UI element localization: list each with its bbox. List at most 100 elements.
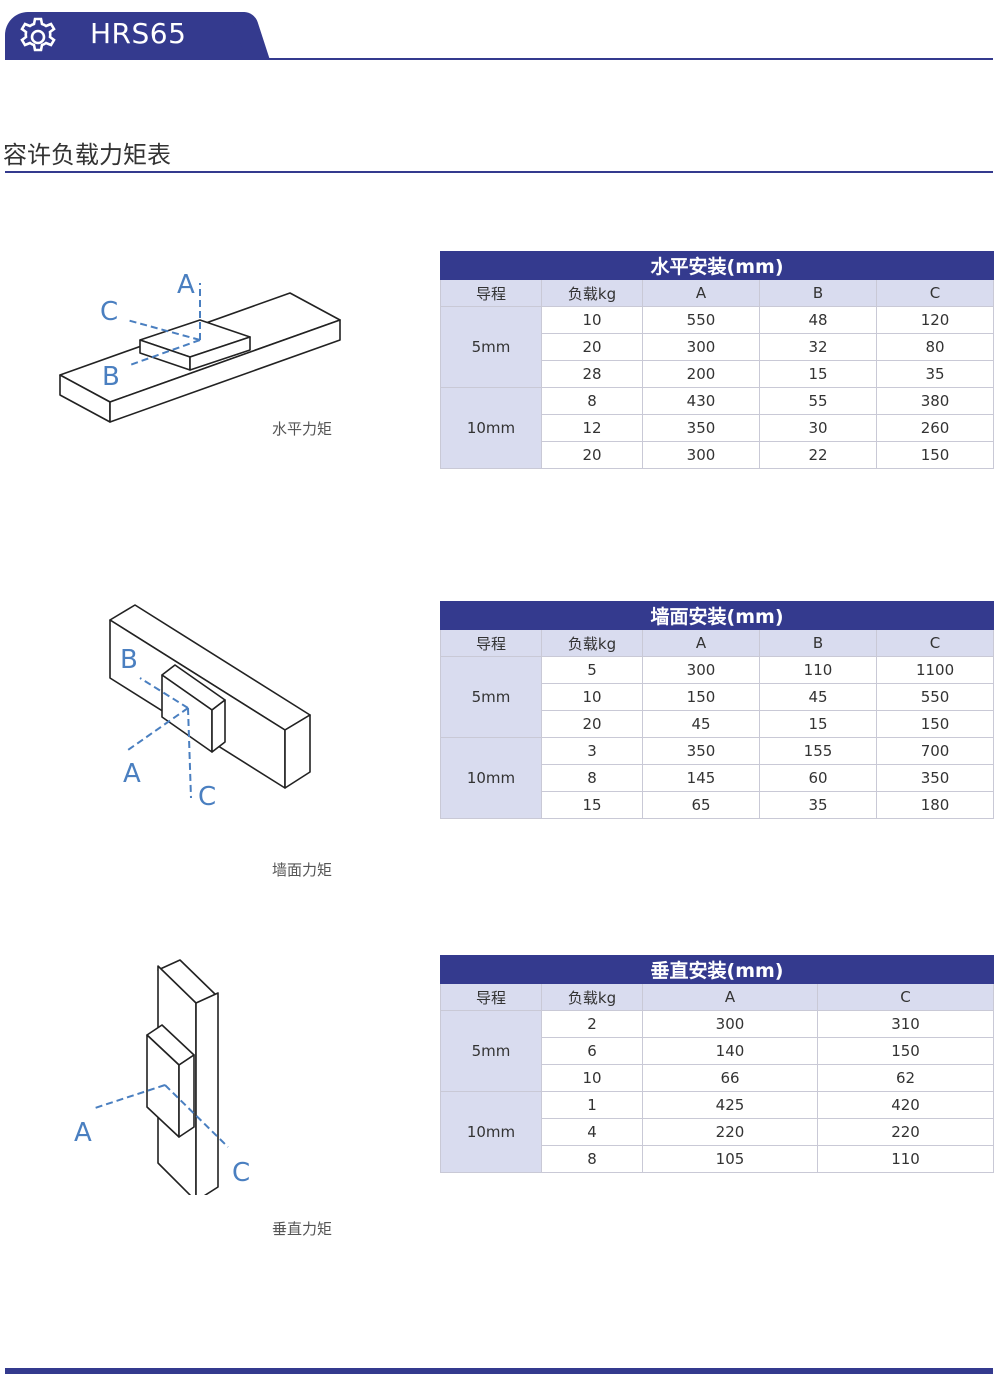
label-c: C bbox=[198, 782, 216, 812]
table-title: 垂直安装(mm) bbox=[439, 955, 995, 984]
lead-cell: 10mm bbox=[440, 387, 542, 469]
table-cell: 150 bbox=[642, 683, 760, 711]
table-cell: 5 bbox=[541, 656, 643, 684]
table-cell: 300 bbox=[642, 333, 760, 361]
table-cell: 35 bbox=[759, 791, 877, 819]
table-cell: 30 bbox=[759, 414, 877, 442]
table-cell: 300 bbox=[642, 656, 760, 684]
page-title: HRS65 bbox=[90, 17, 187, 50]
table-cell: 32 bbox=[759, 333, 877, 361]
section-title: 容许负载力矩表 bbox=[3, 141, 171, 169]
table-cell: 425 bbox=[642, 1091, 818, 1119]
table-cell: 430 bbox=[642, 387, 760, 415]
table-cell: 180 bbox=[875, 791, 995, 819]
table-cell: 300 bbox=[642, 1010, 818, 1038]
table-cell: 20 bbox=[541, 333, 643, 361]
table-cell: 550 bbox=[875, 683, 995, 711]
table-title: 水平安装(mm) bbox=[439, 251, 995, 280]
table-cell: 8 bbox=[541, 387, 643, 415]
table-cell: 1 bbox=[541, 1091, 643, 1119]
table-cell: 20 bbox=[541, 710, 643, 738]
label-b: B bbox=[120, 645, 138, 675]
vertical-moment-diagram: A C bbox=[74, 959, 250, 1195]
col-header-lead: 导程 bbox=[440, 279, 542, 307]
table-cell: 260 bbox=[875, 414, 995, 442]
table-cell: 45 bbox=[759, 683, 877, 711]
table-cell: 200 bbox=[642, 360, 760, 388]
lead-cell: 5mm bbox=[440, 306, 542, 388]
col-header-a: A bbox=[642, 629, 760, 657]
table-cell: 48 bbox=[759, 306, 877, 334]
table-row: 28 200 15 35 bbox=[441, 360, 995, 388]
table-cell: 700 bbox=[875, 737, 995, 765]
table-cell: 145 bbox=[642, 764, 760, 792]
table-cell: 110 bbox=[816, 1145, 995, 1173]
table-cell: 80 bbox=[875, 333, 995, 361]
table-cell: 15 bbox=[759, 360, 877, 388]
table-row: 5mm 5 300 110 1100 bbox=[440, 656, 995, 738]
lead-cell: 10mm bbox=[440, 1091, 542, 1173]
table-row: 12 350 30 260 bbox=[441, 414, 995, 442]
table-cell: 8 bbox=[541, 764, 643, 792]
table-cell: 1100 bbox=[875, 656, 995, 684]
table-cell: 110 bbox=[759, 656, 877, 684]
table-cell: 10 bbox=[541, 1064, 643, 1092]
table-vertical-mounting: 垂直安装(mm) 导程 负载kg A C 5mm 2 300 310 6 140… bbox=[439, 955, 995, 1173]
table-cell: 150 bbox=[875, 441, 995, 469]
caption-horizontal: 水平力矩 bbox=[272, 420, 333, 438]
table-wall-mounting: 墙面安装(mm) 导程 负载kg A B C 5mm 5 300 110 110… bbox=[439, 601, 995, 819]
table-cell: 310 bbox=[816, 1010, 995, 1038]
col-header-c: C bbox=[875, 279, 995, 307]
table-cell: 8 bbox=[541, 1145, 643, 1173]
lead-cell: 10mm bbox=[440, 737, 542, 819]
table-cell: 65 bbox=[642, 791, 760, 819]
table-row: 5mm 10 550 48 120 bbox=[440, 306, 995, 388]
table-cell: 10 bbox=[541, 683, 643, 711]
table-row: 10mm 8 430 55 380 bbox=[440, 387, 995, 469]
table-cell: 20 bbox=[541, 441, 643, 469]
table-cell: 380 bbox=[875, 387, 995, 415]
col-header-load: 负载kg bbox=[541, 279, 643, 307]
col-header-b: B bbox=[759, 279, 877, 307]
lead-cell: 5mm bbox=[440, 656, 542, 738]
table-cell: 120 bbox=[875, 306, 995, 334]
wall-moment-diagram: A B C bbox=[109, 604, 311, 812]
lead-cell: 5mm bbox=[440, 1010, 542, 1092]
table-row: 20 300 22 150 bbox=[441, 441, 995, 469]
horizontal-moment-diagram: A B C bbox=[59, 270, 341, 423]
header-divider bbox=[5, 58, 993, 60]
table-row: 4 220 220 bbox=[441, 1118, 995, 1146]
col-header-lead: 导程 bbox=[440, 983, 542, 1011]
table-horizontal-mounting: 水平安装(mm) 导程 负载kg A B C 5mm 10 550 48 120… bbox=[439, 251, 995, 469]
col-header-lead: 导程 bbox=[440, 629, 542, 657]
caption-vertical: 垂直力矩 bbox=[272, 1220, 333, 1238]
col-header-b: B bbox=[759, 629, 877, 657]
table-cell: 62 bbox=[816, 1064, 995, 1092]
table-cell: 15 bbox=[541, 791, 643, 819]
table-row: 10mm 3 350 155 700 bbox=[440, 737, 995, 819]
table-title: 墙面安装(mm) bbox=[439, 601, 995, 630]
label-a: A bbox=[123, 759, 141, 789]
table-cell: 140 bbox=[642, 1037, 818, 1065]
table-cell: 150 bbox=[816, 1037, 995, 1065]
table-cell: 45 bbox=[642, 710, 760, 738]
table-cell: 6 bbox=[541, 1037, 643, 1065]
col-header-load: 负载kg bbox=[541, 983, 643, 1011]
table-row: 20 45 15 150 bbox=[441, 710, 995, 738]
table-cell: 10 bbox=[541, 306, 643, 334]
table-cell: 35 bbox=[875, 360, 995, 388]
col-header-c: C bbox=[875, 629, 995, 657]
table-cell: 55 bbox=[759, 387, 877, 415]
table-cell: 350 bbox=[642, 737, 760, 765]
table-cell: 12 bbox=[541, 414, 643, 442]
table-cell: 350 bbox=[642, 414, 760, 442]
table-cell: 66 bbox=[642, 1064, 818, 1092]
table-row: 6 140 150 bbox=[441, 1037, 995, 1065]
table-cell: 28 bbox=[541, 360, 643, 388]
table-cell: 155 bbox=[759, 737, 877, 765]
label-a: A bbox=[177, 270, 195, 300]
table-cell: 420 bbox=[816, 1091, 995, 1119]
label-a: A bbox=[74, 1118, 92, 1148]
header-tab bbox=[5, 12, 250, 59]
caption-wall: 墙面力矩 bbox=[272, 861, 333, 879]
